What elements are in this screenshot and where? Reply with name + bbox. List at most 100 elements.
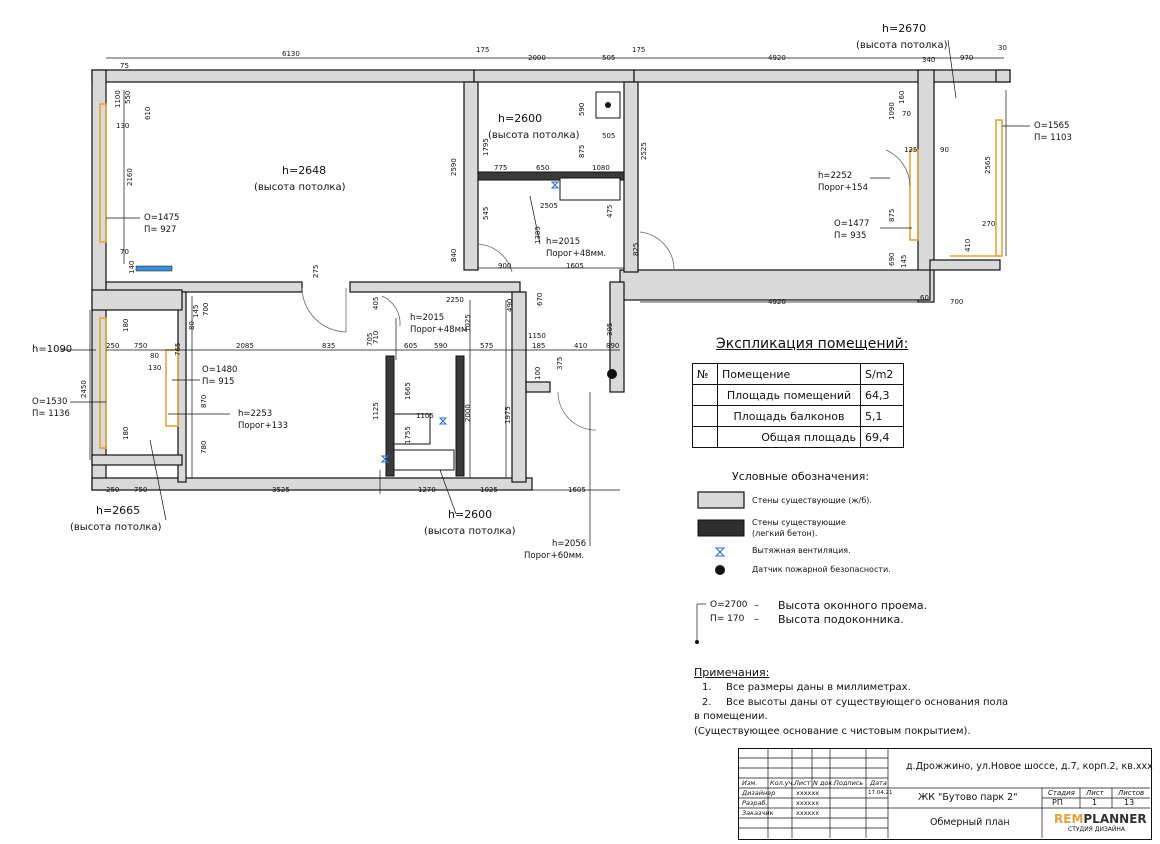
dim-label: 375 xyxy=(556,357,564,370)
dim-label: 545 xyxy=(482,207,490,220)
vent-icons xyxy=(380,181,560,463)
legend-item: Вытяжная вентиляция. xyxy=(752,546,851,555)
dim-label: 765 xyxy=(174,343,182,356)
legend-o-label: O=2700 xyxy=(710,600,748,610)
dim-label: 185 xyxy=(532,342,545,350)
window-p: П= 927 xyxy=(144,225,176,235)
legend-swatches xyxy=(695,491,745,644)
dim-label: 750 xyxy=(134,342,147,350)
stamp-role: Разраб. xyxy=(742,799,768,807)
cell: Площадь помещений xyxy=(717,384,861,406)
dim-label: 550 xyxy=(124,91,132,104)
dim-label: 875 xyxy=(888,209,896,222)
door-h: h=2015 xyxy=(546,237,580,247)
room-note: (высота потолка) xyxy=(254,182,346,193)
dim-label: 1090 xyxy=(888,102,896,120)
dim: 4920 xyxy=(768,54,786,62)
dim-label: 100 xyxy=(534,367,542,380)
legend-o-desc: Высота оконного проема. xyxy=(778,599,928,612)
dim: 75 xyxy=(120,62,129,70)
dim-label: 2565 xyxy=(984,156,992,174)
dim-label: 1105 xyxy=(416,412,434,420)
radiator xyxy=(135,265,173,272)
dim-label: 145 xyxy=(900,255,908,268)
dim-label: 410 xyxy=(964,239,972,252)
dim-label: 1270 xyxy=(418,486,436,494)
stamp-role: Дизайнер xyxy=(742,789,776,797)
stamp-stage-h: Стадия xyxy=(1048,789,1075,797)
dim-label: 4920 xyxy=(768,298,786,306)
brand-planner: PLANNER xyxy=(1083,812,1147,826)
cell: 69,4 xyxy=(860,426,904,448)
dim-label: 1025 xyxy=(464,314,472,332)
dim-label: 670 xyxy=(536,293,544,306)
stamp-stage: РП xyxy=(1052,798,1063,807)
dim-label: 250 xyxy=(106,486,119,494)
window-p: П= 935 xyxy=(834,231,866,241)
dim-label: 80 xyxy=(188,321,196,330)
note-num: 2. xyxy=(702,697,712,708)
dimension-lines xyxy=(89,57,1007,546)
note-text: Все высоты даны от существующего основан… xyxy=(726,697,1009,708)
window-p: П= 1136 xyxy=(32,409,70,419)
dim-label: 705 xyxy=(366,333,374,346)
dim-label: 145 xyxy=(192,305,200,318)
door-h: h=2056 xyxy=(552,539,586,549)
stamp-col: Дата xyxy=(870,779,887,787)
window-o: O=1530 xyxy=(32,397,67,407)
cell: S/m2 xyxy=(860,363,904,385)
dim-label: 825 xyxy=(632,243,640,256)
dim-label: 70 xyxy=(120,248,129,256)
stamp-col: Изм. xyxy=(742,779,758,787)
dim-label: 1100 xyxy=(114,90,122,108)
dim-label: 780 xyxy=(200,441,208,454)
room-h: h=2665 xyxy=(96,504,140,517)
dim-label: 890 xyxy=(606,342,619,350)
dim-label: 835 xyxy=(322,342,335,350)
dim: 970 xyxy=(960,54,973,62)
dim-label: 1975 xyxy=(504,406,512,424)
dim-label: 590 xyxy=(434,342,447,350)
dim-label: 1125 xyxy=(372,402,380,420)
cell xyxy=(692,405,718,427)
dim-label: 700 xyxy=(202,303,210,316)
note-text: Все размеры даны в миллиметрах. xyxy=(726,682,911,693)
cell: Общая площадь xyxy=(717,426,861,448)
dim: 175 xyxy=(476,46,489,54)
dim: 6130 xyxy=(282,50,300,58)
dim-label: 2590 xyxy=(450,158,458,176)
note-text: (Существующее основание с чистовым покры… xyxy=(694,726,971,737)
dim-label: 605 xyxy=(404,342,417,350)
legend-item: Стены существующие xyxy=(752,518,846,527)
door-h: h=2253 xyxy=(238,409,272,419)
legend-dash: – xyxy=(754,614,759,625)
brand-rem: REM xyxy=(1054,812,1084,826)
windows xyxy=(99,103,1003,449)
dim-label: 60 xyxy=(920,294,929,302)
door-porog: Порог+133 xyxy=(238,421,288,431)
stamp-date: 17.04.21 xyxy=(868,790,893,796)
dim-label: 405 xyxy=(372,297,380,310)
stamp-mark: xxxxxx xyxy=(796,789,820,797)
dim-label: 1605 xyxy=(566,262,584,270)
dim-label: 900 xyxy=(498,262,511,270)
stamp-col: Кол.уч. xyxy=(770,779,795,787)
stamp-sheets: 13 xyxy=(1124,798,1135,807)
dim-label: 870 xyxy=(200,395,208,408)
walls xyxy=(91,69,1011,491)
dim-label: 2160 xyxy=(126,168,134,186)
stamp-sheets-h: Листов xyxy=(1118,789,1145,797)
cell: № xyxy=(692,363,718,385)
room-h: h=2670 xyxy=(882,22,926,35)
dim-label: 270 xyxy=(982,220,995,228)
dim-label: 275 xyxy=(312,265,320,278)
dim-label: 2505 xyxy=(540,202,558,210)
dim-label: 2000 xyxy=(464,404,472,422)
stamp-project: ЖК "Бутово парк 2" xyxy=(918,792,1018,803)
dim-label: 1385 xyxy=(534,226,542,244)
notes-title: Примечания: xyxy=(694,666,770,679)
dim-label: 1605 xyxy=(568,486,586,494)
dim: 2000 xyxy=(528,54,546,62)
dim-label: 490 xyxy=(506,299,514,312)
